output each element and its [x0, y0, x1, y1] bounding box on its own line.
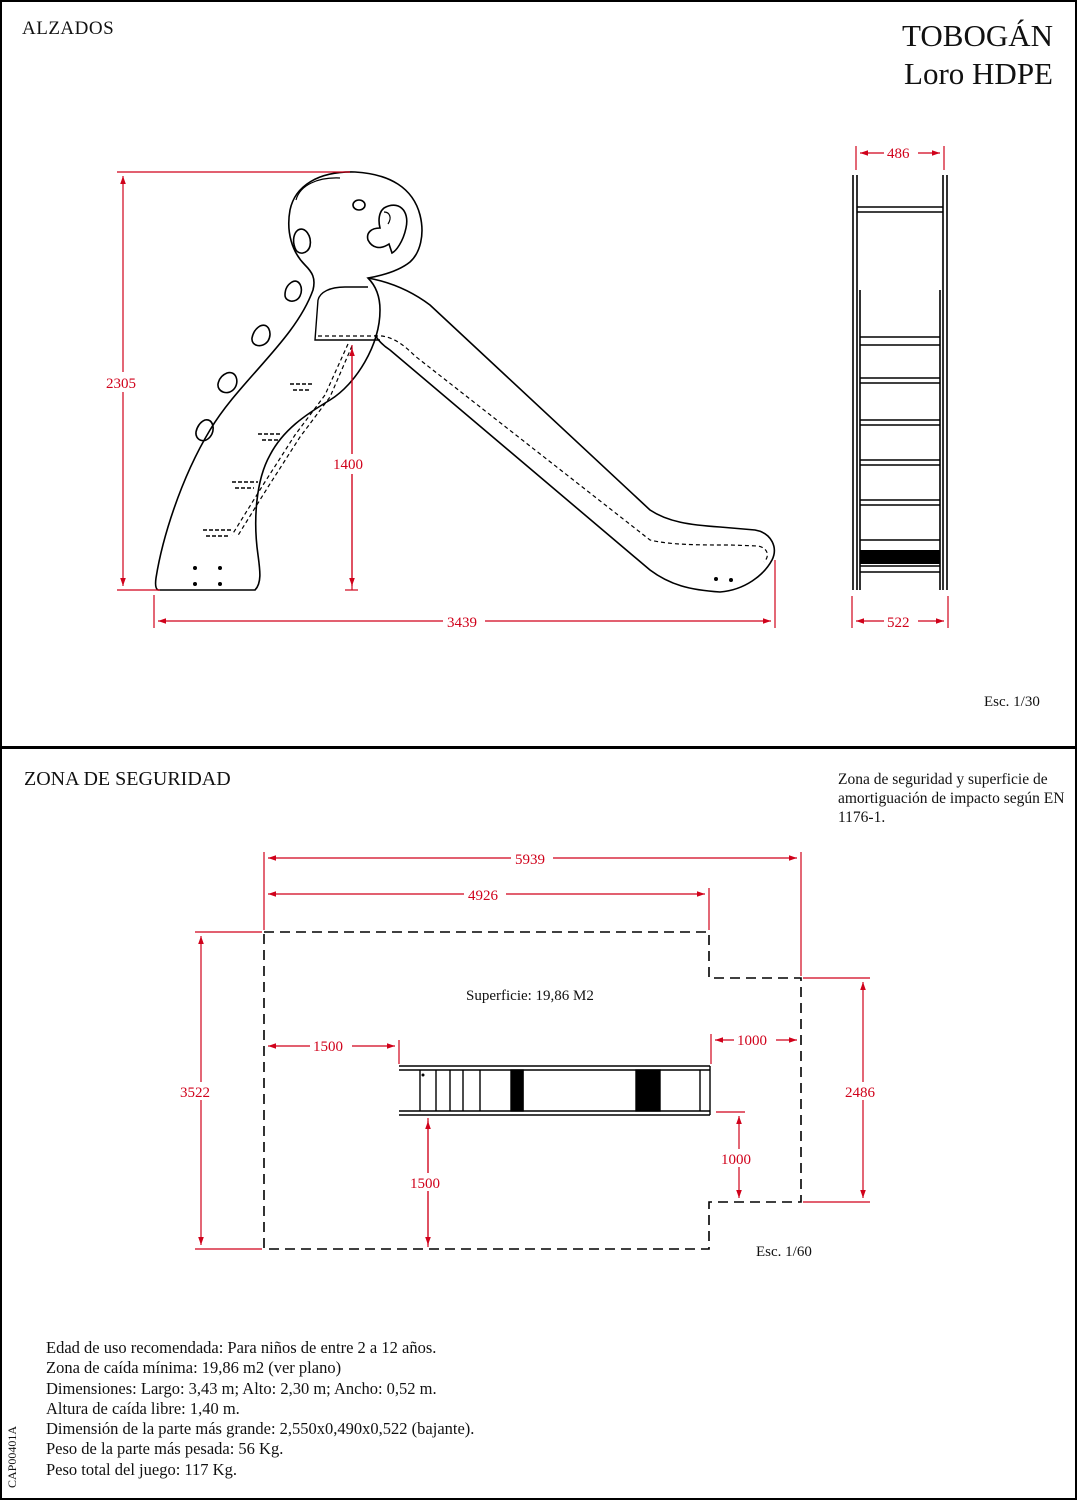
spec-item: Altura de caída libre: 1,40 m.	[46, 1398, 240, 1418]
anchor-bolts	[193, 566, 733, 586]
dim-width-top: 486	[887, 146, 910, 162]
elevation-dimensions	[117, 171, 776, 628]
dim-width-bottom: 522	[887, 615, 910, 631]
spec-item: Dimensión de la parte más grande: 2,550x…	[46, 1419, 475, 1439]
dim-right-clearance: 1000	[737, 1033, 767, 1049]
front-view-rungs	[860, 336, 940, 573]
slide-chute-outline	[367, 277, 776, 593]
parrot-slide-side-view	[154, 171, 776, 593]
slide-platform	[314, 286, 380, 341]
product-title: TOBOGÁN	[902, 18, 1053, 53]
spec-item: Zona de caída mínima: 19,86 m2 (ver plan…	[46, 1358, 342, 1378]
parrot-cheek-icon	[292, 228, 312, 254]
elevation-scale: Esc. 1/30	[984, 694, 1040, 710]
parrot-eye-icon	[352, 199, 366, 211]
dim-fall-height: 1400	[333, 457, 363, 473]
plan-scale: Esc. 1/60	[756, 1244, 812, 1260]
slide-front-view	[852, 175, 948, 590]
slide-plan-view	[399, 1065, 711, 1116]
parrot-spot-3	[217, 371, 238, 394]
section-divider	[0, 746, 1077, 749]
dim-height-total: 2305	[106, 376, 136, 392]
parrot-spot-1	[284, 280, 303, 302]
product-subtitle: Loro HDPE	[904, 56, 1053, 91]
parrot-spot-4	[195, 419, 214, 442]
safety-zone-outline	[263, 931, 802, 1250]
parrot-spot-2	[251, 324, 271, 347]
product-code: CAP00401A	[5, 1425, 19, 1488]
dim-bottom-clearance: 1500	[410, 1176, 440, 1192]
section-label-alzados: ALZADOS	[22, 18, 115, 39]
spec-item: Dimensiones: Largo: 3,43 m; Alto: 2,30 m…	[46, 1378, 437, 1398]
parrot-head-line	[295, 177, 341, 201]
safety-zone-title: ZONA DE SEGURIDAD	[24, 768, 231, 790]
ladder-rail-dashes	[231, 343, 349, 536]
safety-zone-dimensions	[195, 852, 870, 1250]
slide-inner-dashes	[318, 335, 768, 563]
spec-item: Peso total del juego: 117 Kg.	[46, 1459, 237, 1479]
front-view-chute-end	[860, 550, 940, 564]
spec-list: Edad de uso recomendada: Para niños de e…	[46, 1338, 474, 1480]
surface-label: Superficie: 19,86 M2	[466, 988, 594, 1004]
dim-partial-width: 2486	[845, 1085, 876, 1101]
dim-left-clearance: 1500	[313, 1039, 343, 1055]
spec-item: Edad de uso recomendada: Para niños de e…	[46, 1338, 437, 1357]
parrot-beak-icon	[366, 204, 408, 255]
parrot-body-outline	[154, 171, 423, 591]
dim-side-clearance: 1000	[721, 1152, 751, 1168]
dim-length-total: 3439	[447, 615, 477, 631]
dim-total-length: 5939	[515, 852, 545, 868]
safety-zone-note: Zona de seguridad y superficie de amorti…	[838, 771, 1065, 826]
ladder-steps	[203, 383, 312, 537]
dim-total-width: 3522	[180, 1085, 210, 1101]
spec-item: Peso de la parte más pesada: 56 Kg.	[46, 1439, 284, 1459]
dim-partial-length: 4926	[468, 888, 499, 904]
